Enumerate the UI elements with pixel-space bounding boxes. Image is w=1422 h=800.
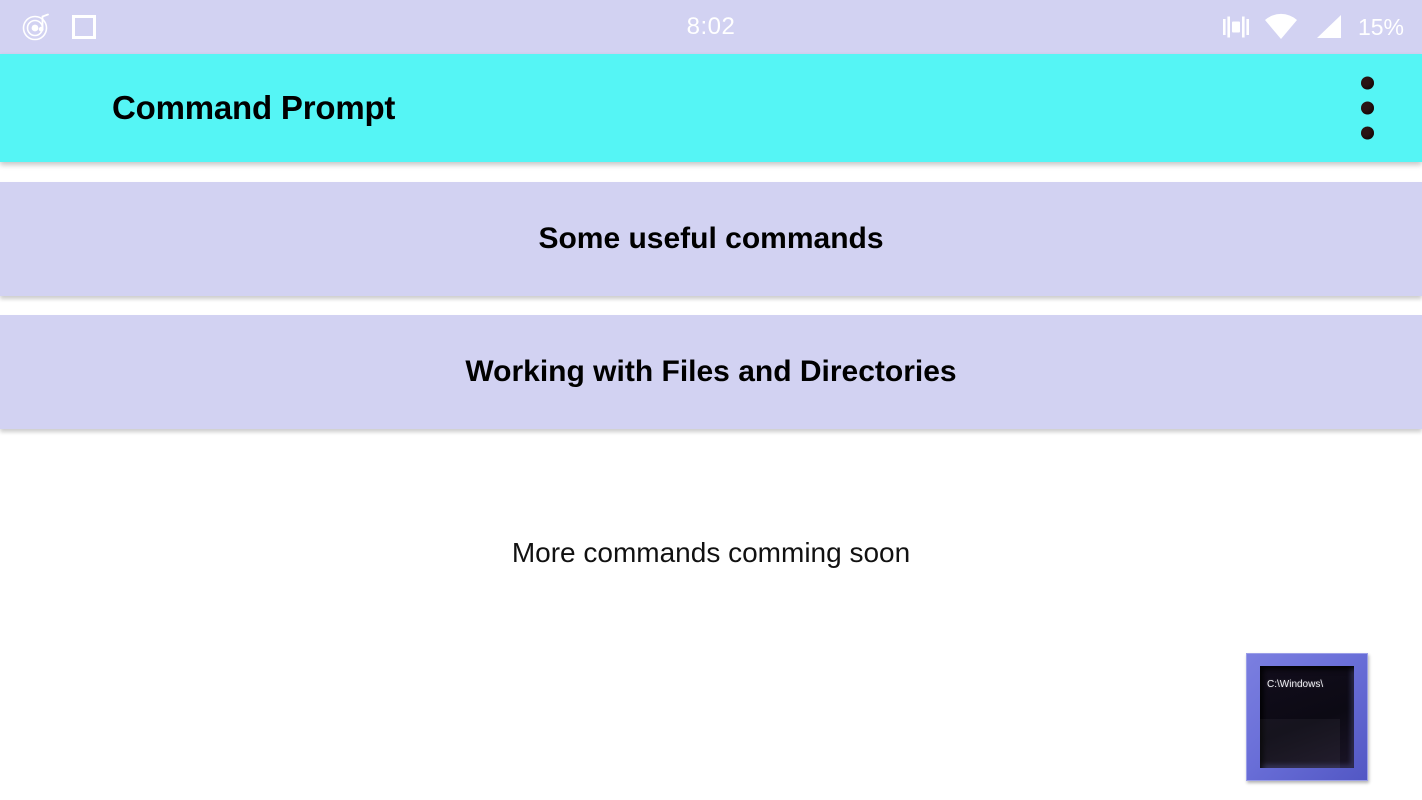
card-label: Some useful commands [538,222,884,255]
command-prompt-icon[interactable]: C:\Windows\ [1246,653,1368,781]
card-label: Working with Files and Directories [465,355,957,388]
status-bar-system-icons: 15% [1222,0,1404,54]
card-some-useful-commands[interactable]: Some useful commands [0,182,1422,296]
command-prompt-screen: C:\Windows\ [1260,666,1354,768]
dot [1361,76,1374,90]
signal-bars-icon [1312,13,1344,41]
coming-soon-note: More commands comming soon [511,537,911,568]
square-outline-icon [72,15,96,39]
status-bar-clock-wrap: 8:02 [0,0,1422,54]
music-note-icon [22,12,52,42]
dot [1361,101,1374,115]
dot [1361,126,1374,140]
clock: 8:02 [686,13,736,40]
status-bar: 8:02 15% [0,0,1422,54]
page-title: Command Prompt [112,89,396,126]
battery-percentage: 15% [1357,13,1404,40]
status-bar-notification-icons [0,12,96,42]
app-bar: Command Prompt [0,54,1422,162]
command-prompt-path-text: C:\Windows\ [1267,679,1324,690]
more-options-icon[interactable] [1357,73,1378,144]
wifi-icon [1264,13,1298,41]
vibrate-icon [1222,14,1250,40]
card-working-with-files-and-directories[interactable]: Working with Files and Directories [0,315,1422,429]
